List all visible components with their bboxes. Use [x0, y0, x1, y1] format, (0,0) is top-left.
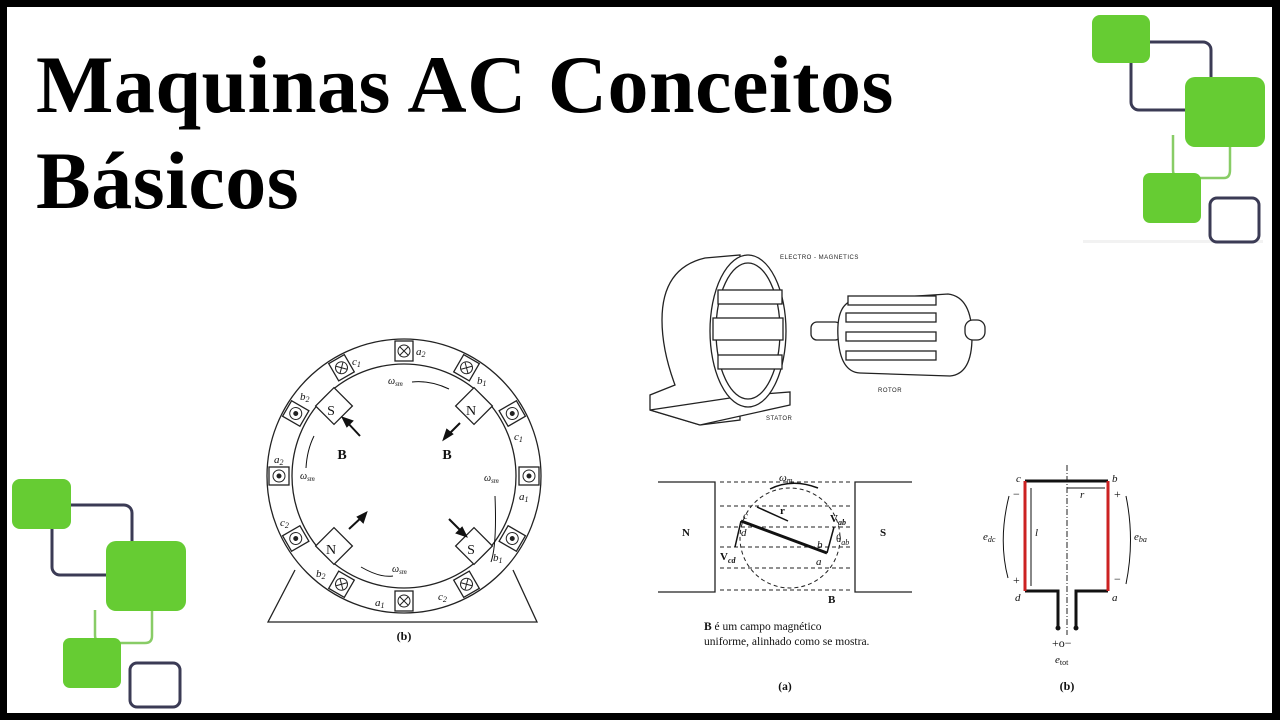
- svg-text:+: +: [1013, 573, 1020, 587]
- svg-text:N: N: [682, 527, 690, 539]
- svg-text:a2: a2: [274, 454, 284, 467]
- svg-text:b1: b1: [477, 375, 487, 388]
- svg-text:l: l: [1035, 527, 1038, 539]
- title-line-2: Básicos: [36, 135, 300, 226]
- svg-text:c2: c2: [280, 517, 289, 530]
- svg-text:r: r: [1080, 489, 1085, 501]
- motor-drawing: ELECTRO - MAGNETICS STATOR ROTOR: [649, 254, 986, 426]
- svg-text:etot: etot: [1055, 654, 1069, 667]
- svg-text:a: a: [1112, 592, 1118, 604]
- field-label-b-right: B: [442, 448, 451, 463]
- svg-text:c1: c1: [352, 356, 361, 369]
- svg-text:b1: b1: [493, 552, 503, 565]
- svg-text:a2: a2: [416, 346, 426, 359]
- svg-text:edc: edc: [983, 531, 996, 544]
- svg-text:a: a: [816, 556, 822, 568]
- label-electro-magnetics: ELECTRO - MAGNETICS: [780, 255, 859, 261]
- svg-text:b2: b2: [300, 391, 310, 404]
- field-label-b-left: B: [337, 448, 346, 463]
- svg-text:b: b: [817, 539, 823, 551]
- svg-text:d: d: [1015, 592, 1021, 604]
- svg-text:d: d: [741, 527, 747, 539]
- loop-voltage-diagram: c b d a l r edc eba etot − + + − +o− (b): [983, 465, 1147, 693]
- svg-text:−: −: [1013, 487, 1020, 501]
- svg-text:eba: eba: [1134, 531, 1147, 544]
- ring-diagram: S N N S B B ωsm ωsm ωsm ωsm a2: [266, 338, 542, 643]
- svg-text:c: c: [743, 510, 748, 522]
- loop-in-field-diagram: N S B ωm r c d b a Vcd Vab θab B é um ca…: [658, 472, 912, 693]
- corner-decoration-top-right: [1083, 15, 1265, 244]
- loop-field-caption: (a): [778, 681, 792, 693]
- label-rotor: ROTOR: [878, 388, 902, 394]
- title-line-1: Maquinas AC Conceitos: [36, 39, 894, 130]
- svg-text:B: B: [828, 594, 836, 606]
- svg-text:c: c: [1016, 473, 1021, 485]
- pole-label-n-top: N: [466, 404, 476, 419]
- svg-text:r: r: [780, 505, 785, 517]
- note-line-2: uniforme, alinhado como se mostra.: [704, 636, 870, 648]
- svg-text:B é um campo magnético: B é um campo magnético: [704, 621, 822, 633]
- corner-decoration-bottom-left: [12, 479, 186, 709]
- svg-text:S: S: [880, 527, 886, 539]
- note-line-1: é um campo magnético: [712, 621, 822, 633]
- terminals-label: +o−: [1052, 636, 1072, 650]
- svg-text:−: −: [1114, 572, 1121, 586]
- svg-text:a1: a1: [375, 597, 385, 610]
- svg-text:a1: a1: [519, 491, 529, 504]
- pole-label-s-top: S: [327, 404, 335, 419]
- note-bold-b: B: [704, 621, 712, 633]
- slide: Maquinas AC Conceitos Básicos: [7, 7, 1272, 713]
- svg-text:b: b: [1112, 473, 1118, 485]
- decoration-layer: [12, 15, 1265, 709]
- ring-caption: (b): [397, 629, 412, 643]
- slide-title: Maquinas AC Conceitos Básicos: [36, 37, 894, 229]
- pole-label-n-bottom: N: [326, 543, 336, 558]
- svg-text:b2: b2: [316, 568, 326, 581]
- svg-text:c1: c1: [514, 431, 523, 444]
- svg-text:+: +: [1114, 487, 1121, 501]
- svg-text:ωm: ωm: [779, 472, 793, 485]
- label-stator: STATOR: [766, 416, 793, 422]
- pole-label-s-bottom: S: [467, 543, 475, 558]
- svg-text:c2: c2: [438, 591, 447, 604]
- loop-voltage-caption: (b): [1060, 679, 1075, 693]
